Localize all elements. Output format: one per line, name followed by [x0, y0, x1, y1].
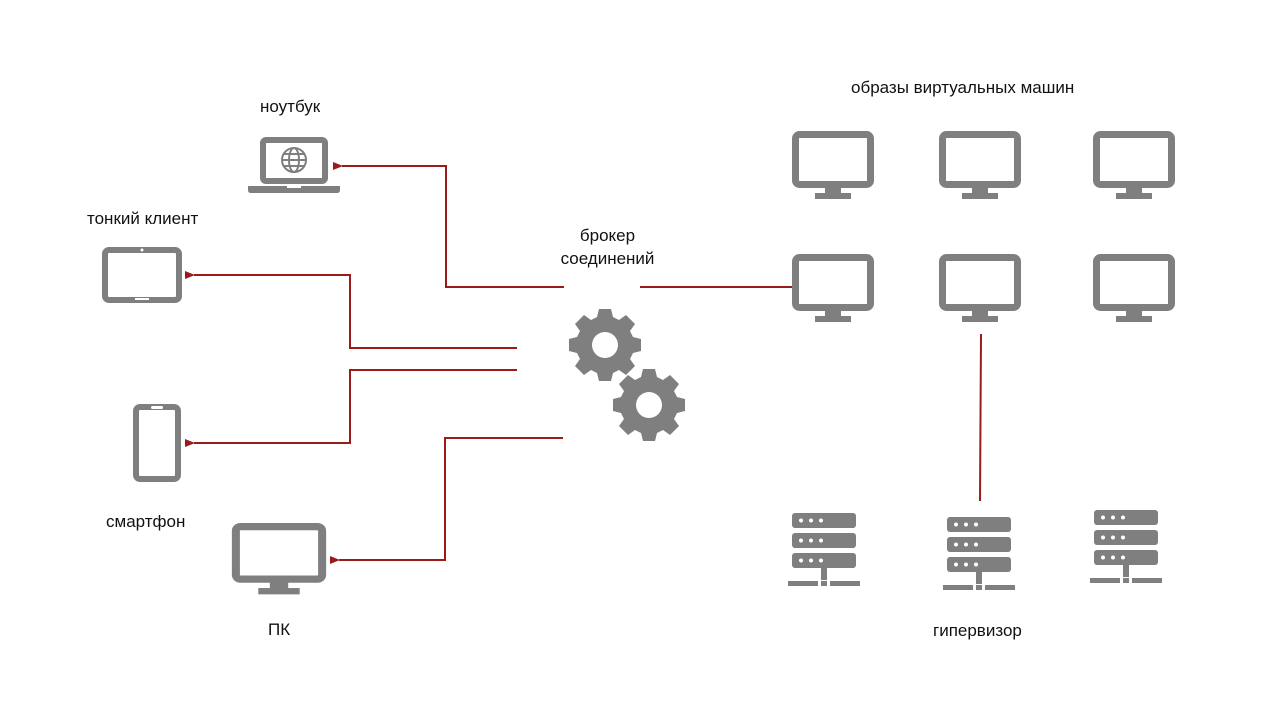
edge-vm-hypervisor — [979, 333, 982, 502]
vm-monitor-2 — [943, 135, 1018, 200]
tablet-icon — [102, 247, 182, 303]
vm-monitor-4 — [796, 258, 871, 323]
server-icon-3 — [1090, 510, 1162, 583]
vm-images-label: образы виртуальных машин — [851, 78, 1075, 97]
server-icon-2 — [943, 517, 1015, 590]
vm-monitor-5 — [943, 258, 1018, 323]
thin-client-label: тонкий клиент — [87, 209, 199, 228]
hypervisor-label: гипервизор — [933, 621, 1022, 640]
pc-monitor-icon — [236, 527, 322, 595]
edge-broker-pc — [330, 437, 563, 564]
pc-label: ПК — [268, 620, 291, 639]
vm-monitor-1 — [796, 135, 871, 200]
vm-monitor-6 — [1097, 258, 1172, 323]
broker-label-line2: соединений — [560, 249, 655, 268]
broker-label: брокер соединений — [545, 224, 670, 270]
laptop-label: ноутбук — [260, 97, 321, 116]
vm-monitor-3 — [1097, 135, 1172, 200]
server-icon-1 — [788, 513, 860, 586]
laptop-icon — [248, 137, 340, 193]
globe-icon — [281, 147, 307, 173]
edge-broker-smartphone — [185, 369, 517, 447]
smartphone-icon — [133, 404, 181, 482]
edge-broker-thin-client — [185, 271, 517, 349]
edge-broker-laptop — [333, 162, 564, 288]
smartphone-label: смартфон — [106, 512, 186, 531]
gears-icon — [569, 309, 685, 441]
broker-label-line1: брокер — [579, 226, 636, 245]
